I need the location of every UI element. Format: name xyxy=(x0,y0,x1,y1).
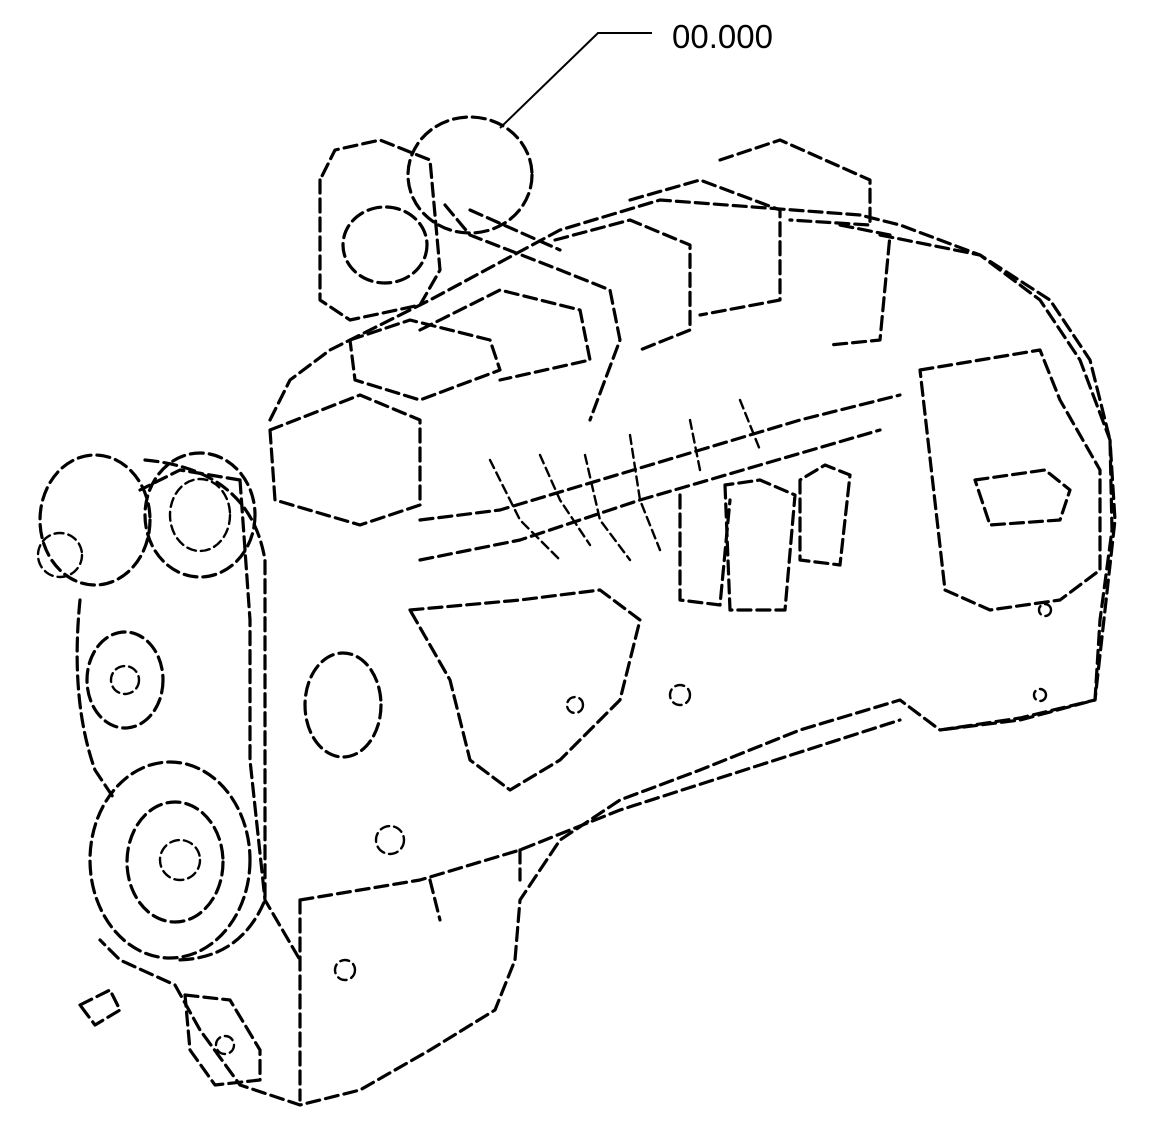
flywheel-housing xyxy=(878,233,1114,732)
fuel-lines xyxy=(488,398,762,562)
oil-pan xyxy=(298,718,902,1102)
intake-pipe xyxy=(443,203,622,422)
bolt xyxy=(333,958,357,982)
timing-cover-plug xyxy=(303,651,383,759)
crankshaft-pulley xyxy=(88,760,252,960)
rocker-cover-2 xyxy=(418,288,592,382)
injection-pump-body xyxy=(408,588,642,792)
flywheel-housing-outer xyxy=(878,233,1114,732)
rocker-covers xyxy=(268,138,892,527)
timing-cover xyxy=(138,468,302,962)
oil-filter-2 xyxy=(723,478,797,612)
pulley-hub xyxy=(158,838,202,882)
rocker-cover-6 xyxy=(828,223,892,347)
rocker-cover-3 xyxy=(553,218,692,352)
bolt xyxy=(565,695,585,715)
oil-filters xyxy=(678,463,852,612)
oil-filter-1 xyxy=(678,493,732,607)
turbo-inlet xyxy=(341,205,429,285)
alternator-pulley xyxy=(36,531,84,579)
idler-pulley xyxy=(109,664,141,696)
fan-pulley xyxy=(143,451,257,579)
water-pump-pulley xyxy=(85,630,165,730)
starter-solenoid xyxy=(973,468,1072,527)
alternator xyxy=(38,453,152,587)
crankshaft-pulley-inner xyxy=(125,800,225,924)
turbo-housing xyxy=(406,115,534,235)
fuel-injection-pump xyxy=(408,398,762,792)
callout-leader-line xyxy=(499,32,652,129)
bolt xyxy=(1032,687,1048,703)
turbocharger xyxy=(318,115,622,422)
bolt xyxy=(374,824,406,856)
intake-manifold xyxy=(418,393,902,562)
engine-block-outline xyxy=(98,198,1117,1107)
bolt xyxy=(214,1034,236,1056)
callout-label: 00.000 xyxy=(672,18,773,55)
bolt xyxy=(1037,602,1053,618)
rocker-cover-1 xyxy=(268,393,422,527)
fan-pulley-inner xyxy=(168,477,232,553)
starter-motor xyxy=(918,348,1102,612)
bolt xyxy=(668,683,692,707)
front-support-bracket xyxy=(78,988,122,1027)
engine-drawing xyxy=(36,115,1117,1107)
drive-belt xyxy=(75,458,267,962)
rocker-cover-4 xyxy=(628,178,782,317)
engine-mount xyxy=(183,993,262,1087)
fuel-filter xyxy=(798,463,852,567)
turbo-compressor xyxy=(318,138,442,322)
rocker-cover-1-top xyxy=(348,318,502,402)
callout-00-000[interactable]: 00.000 xyxy=(499,18,773,129)
rocker-cover-5 xyxy=(718,138,872,227)
